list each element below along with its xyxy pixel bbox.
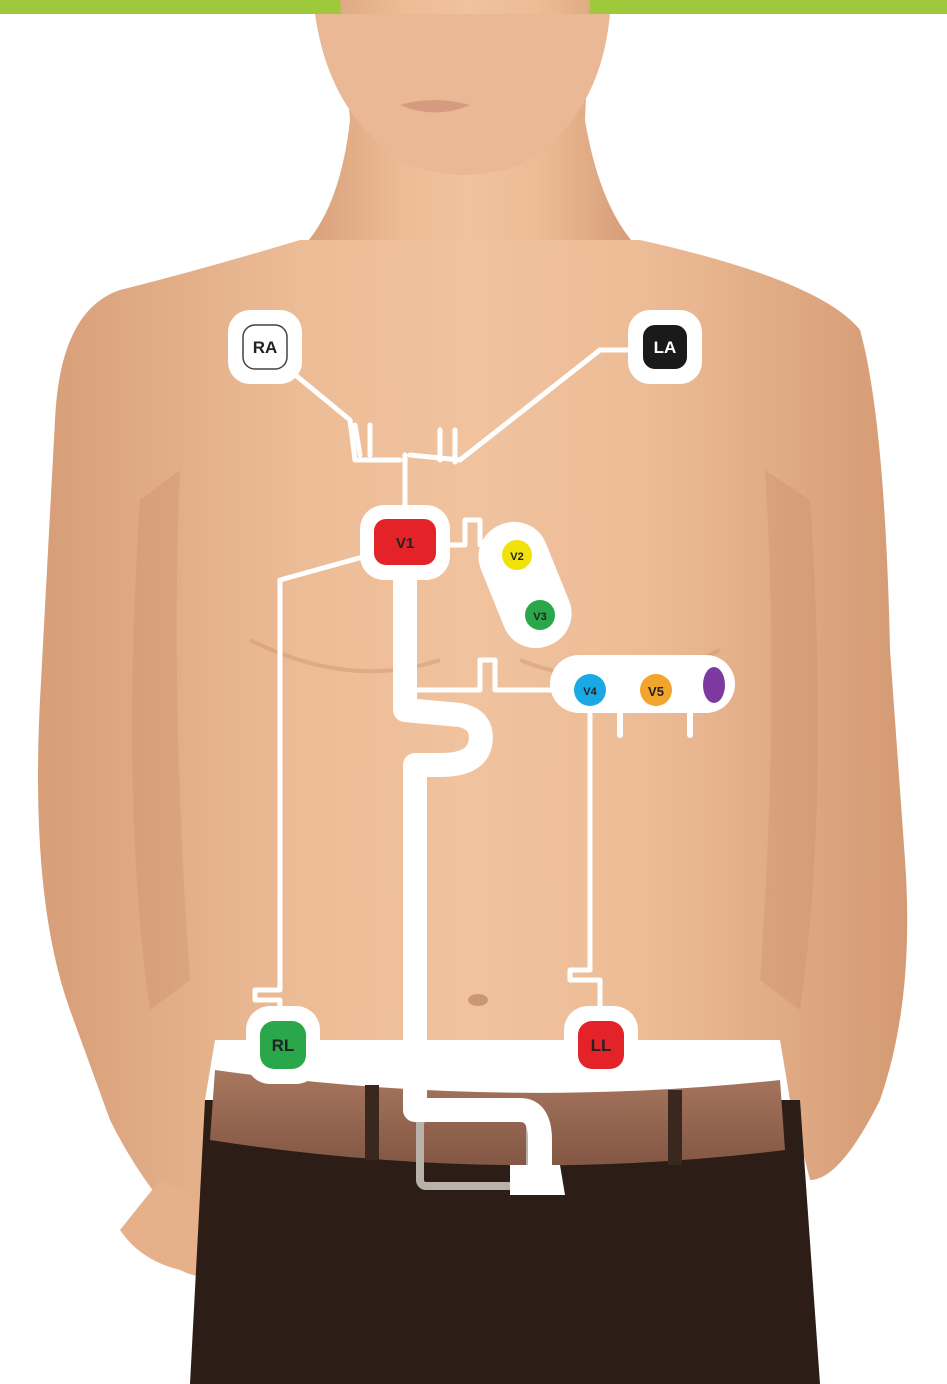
navel [468,994,488,1006]
electrode-v4: V4 [574,674,606,706]
electrode-v1-label: V1 [396,535,414,552]
electrode-v6-dot [703,667,725,703]
electrode-ra-label: RA [253,338,278,357]
electrode-v3: V3 [525,600,555,630]
belt-loop-right [668,1090,682,1165]
electrode-v2: V2 [502,540,532,570]
electrode-rl: RL [246,1006,320,1084]
electrode-la: LA [628,310,702,384]
electrode-v4-label: V4 [583,686,597,698]
electrode-v3-label: V3 [533,611,546,623]
electrode-ra: RA [228,310,302,384]
electrode-ll-label: LL [591,1036,612,1055]
belt-loop-left [365,1085,379,1160]
electrode-v6 [703,667,725,703]
electrode-v5-label: V5 [648,684,664,699]
electrode-v2-label: V2 [510,551,523,563]
electrode-la-label: LA [654,338,677,357]
electrode-v1: V1 [360,505,450,580]
connector-plug [510,1165,565,1195]
electrode-v5: V5 [640,674,672,706]
electrode-ll: LL [564,1006,638,1084]
electrode-rl-label: RL [272,1036,295,1055]
